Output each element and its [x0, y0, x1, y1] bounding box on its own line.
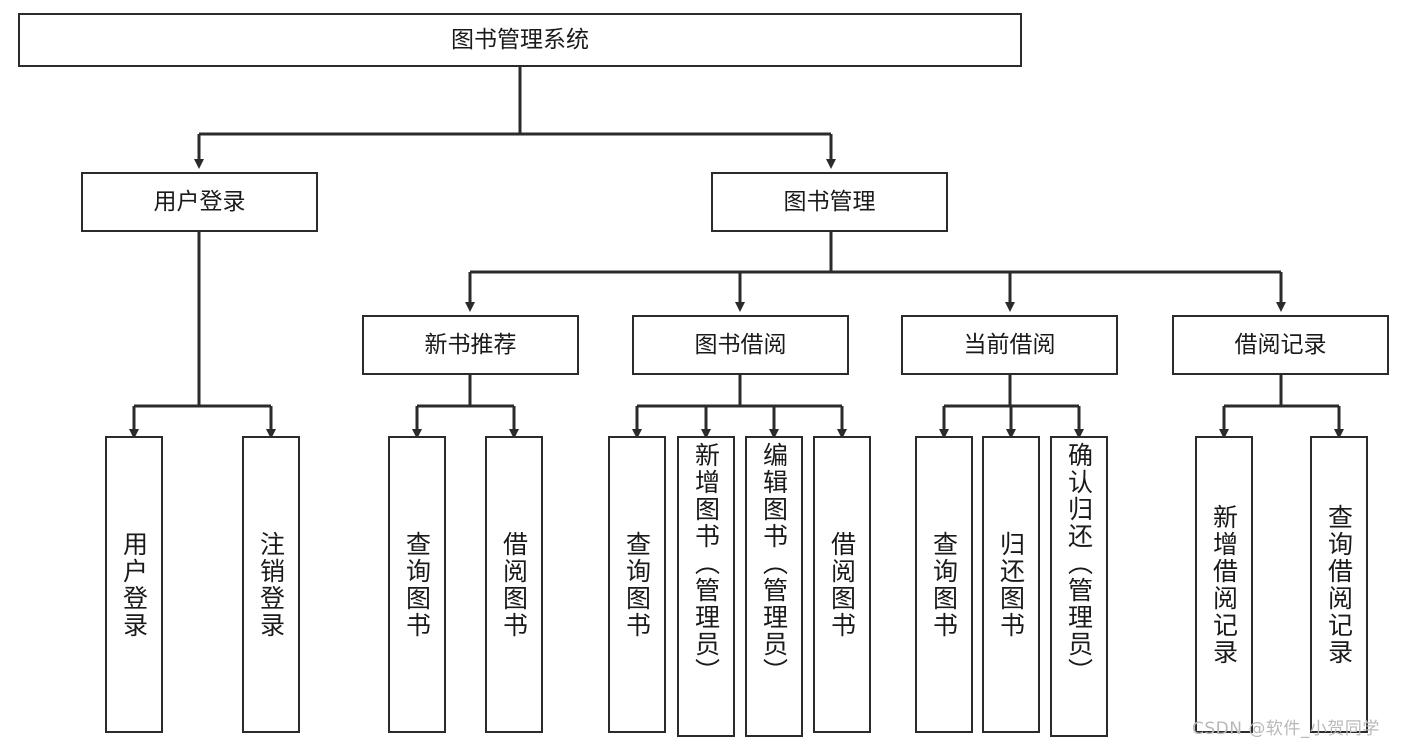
node-label: 图书借阅 [694, 331, 787, 358]
node-label: 借阅记录 [1234, 331, 1327, 358]
leaf-logout[interactable]: 注销登录 [242, 436, 300, 733]
leaf-current-return-books[interactable]: 归还图书 [982, 436, 1040, 733]
node-label: 用户登录 [153, 188, 246, 215]
node-label: 图书管理系统 [451, 26, 589, 53]
node-root-system[interactable]: 图书管理系统 [18, 13, 1022, 67]
node-label: 新书推荐 [424, 331, 517, 358]
node-user-login[interactable]: 用户登录 [81, 172, 318, 232]
leaf-borrow-edit-book-admin[interactable]: 编辑图书（管理员） [745, 436, 803, 737]
node-label: 新增图书（管理员） [691, 442, 721, 685]
leaf-current-query-books[interactable]: 查询图书 [915, 436, 973, 733]
node-current-borrow[interactable]: 当前借阅 [901, 315, 1118, 375]
node-label: 借阅图书 [499, 530, 529, 639]
node-label: 注销登录 [256, 530, 286, 639]
node-label: 当前借阅 [963, 331, 1056, 358]
leaf-records-add-record[interactable]: 新增借阅记录 [1195, 436, 1253, 733]
node-label: 图书管理 [783, 188, 876, 215]
node-label: 用户登录 [119, 530, 149, 639]
node-label: 编辑图书（管理员） [759, 442, 789, 685]
node-book-management[interactable]: 图书管理 [711, 172, 948, 232]
node-label: 查询图书 [622, 530, 652, 639]
leaf-current-confirm-return-admin[interactable]: 确认归还（管理员） [1050, 436, 1108, 737]
leaf-newbook-query-books[interactable]: 查询图书 [388, 436, 446, 733]
node-label: 归还图书 [996, 530, 1026, 639]
node-label: 查询借阅记录 [1324, 503, 1354, 666]
leaf-newbook-borrow-books[interactable]: 借阅图书 [485, 436, 543, 733]
node-book-borrow[interactable]: 图书借阅 [632, 315, 849, 375]
node-label: 确认归还（管理员） [1064, 442, 1094, 685]
node-label: 借阅图书 [827, 530, 857, 639]
node-label: 查询图书 [929, 530, 959, 639]
node-new-book-recommend[interactable]: 新书推荐 [362, 315, 579, 375]
leaf-records-query-record[interactable]: 查询借阅记录 [1310, 436, 1368, 733]
node-borrow-records[interactable]: 借阅记录 [1172, 315, 1389, 375]
watermark: CSDN @软件_小贺同学 [1192, 719, 1380, 739]
leaf-borrow-add-book-admin[interactable]: 新增图书（管理员） [677, 436, 735, 737]
node-label: 查询图书 [402, 530, 432, 639]
leaf-borrow-borrow-books[interactable]: 借阅图书 [813, 436, 871, 733]
leaf-user-login[interactable]: 用户登录 [105, 436, 163, 733]
node-label: 新增借阅记录 [1209, 503, 1239, 666]
leaf-borrow-query-books[interactable]: 查询图书 [608, 436, 666, 733]
